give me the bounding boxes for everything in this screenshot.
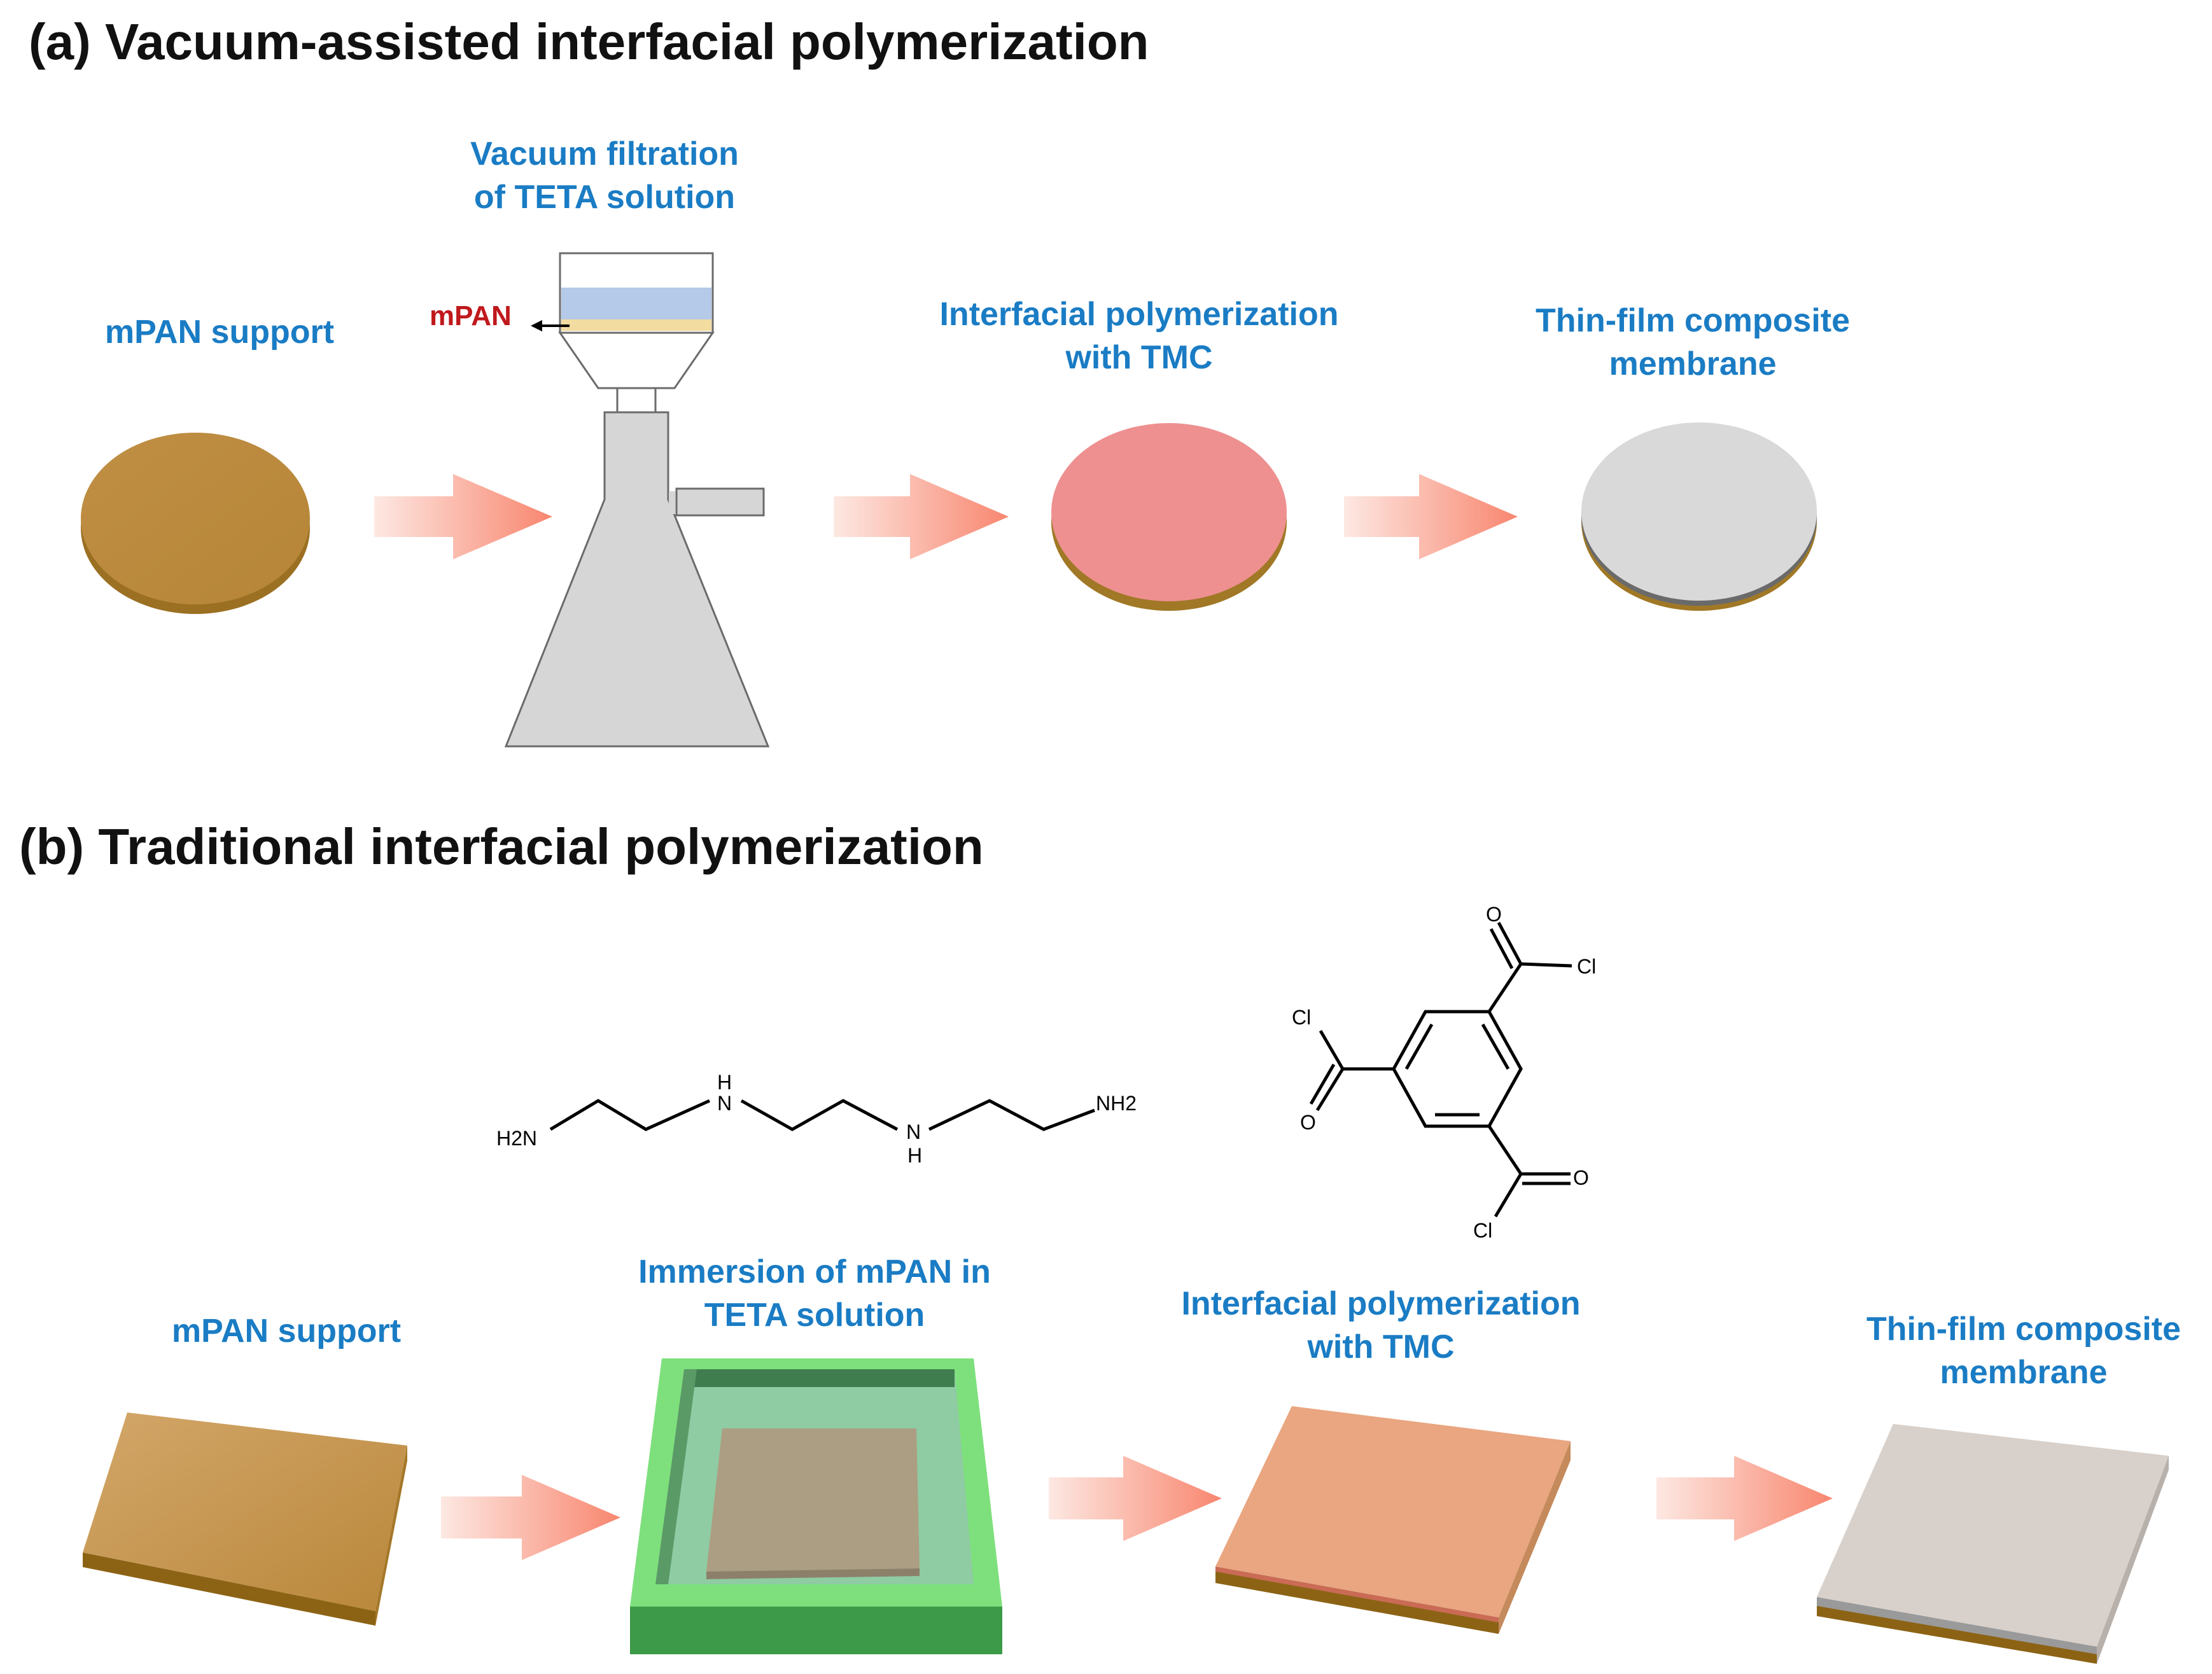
polyamide-coated-slab: [1215, 1406, 1571, 1634]
panel-a-title: (a) Vacuum-assisted interfacial polymeri…: [29, 13, 1149, 70]
teta-nh2-label: NH2: [1096, 1092, 1137, 1115]
label-a-mpan-support: mPAN support: [104, 314, 335, 351]
tfc-membrane-slab: [1817, 1424, 2169, 1664]
label-a-tfc-membrane: Thin-film composite membrane: [1536, 302, 1850, 382]
mpan-support-disk: [81, 433, 310, 614]
tmc-o-left: O: [1300, 1111, 1316, 1134]
polyamide-coated-disk: [1051, 423, 1287, 611]
vacuum-filtration-apparatus-icon: [504, 252, 770, 748]
immersion-tray-icon: [630, 1358, 1002, 1654]
label-a-interfacial-polymerization: Interfacial polymerization with TMC: [939, 296, 1339, 376]
panel-b-title: (b) Traditional interfacial polymerizati…: [19, 818, 984, 875]
arrow-icon: [834, 474, 1009, 559]
tmc-o-top: O: [1486, 903, 1502, 926]
teta-h2n-label: H2N: [496, 1127, 537, 1150]
label-b-tfc-membrane: Thin-film composite membrane: [1866, 1311, 2181, 1391]
teta-h-lower: H: [907, 1144, 922, 1167]
arrow-icon: [1344, 474, 1518, 559]
teta-n-upper: N: [717, 1092, 732, 1115]
label-a-vacuum-filtration: Vacuum filtration of TETA solution: [470, 136, 739, 216]
arrow-icon: [1049, 1456, 1222, 1541]
filter-mpan-tag: mPAN: [430, 300, 512, 331]
teta-h-upper: H: [717, 1071, 732, 1094]
arrow-icon: [374, 474, 552, 559]
label-b-immersion: Immersion of mPAN in TETA solution: [638, 1253, 991, 1334]
pointer-arrow-icon: [531, 320, 570, 331]
label-b-interfacial-polymerization: Interfacial polymerization with TMC: [1181, 1285, 1581, 1365]
tfc-membrane-disk: [1581, 422, 1817, 611]
tmc-structure: [1309, 921, 1572, 1218]
tmc-o-bottom: O: [1573, 1166, 1589, 1189]
tmc-cl-bottom: Cl: [1473, 1219, 1492, 1242]
teta-structure: [549, 1099, 1095, 1131]
teta-n-lower: N: [906, 1120, 921, 1143]
tmc-cl-top: Cl: [1577, 955, 1596, 978]
arrow-icon: [1656, 1456, 1833, 1541]
arrow-icon: [441, 1475, 620, 1560]
tmc-cl-left: Cl: [1292, 1006, 1311, 1029]
label-b-mpan-support: mPAN support: [171, 1313, 402, 1350]
teta-atom-labels: H2N H N N H NH2: [496, 1071, 1137, 1167]
mpan-support-slab: [83, 1412, 407, 1626]
tmc-atom-labels: Cl O Cl O Cl O: [1292, 903, 1596, 1242]
